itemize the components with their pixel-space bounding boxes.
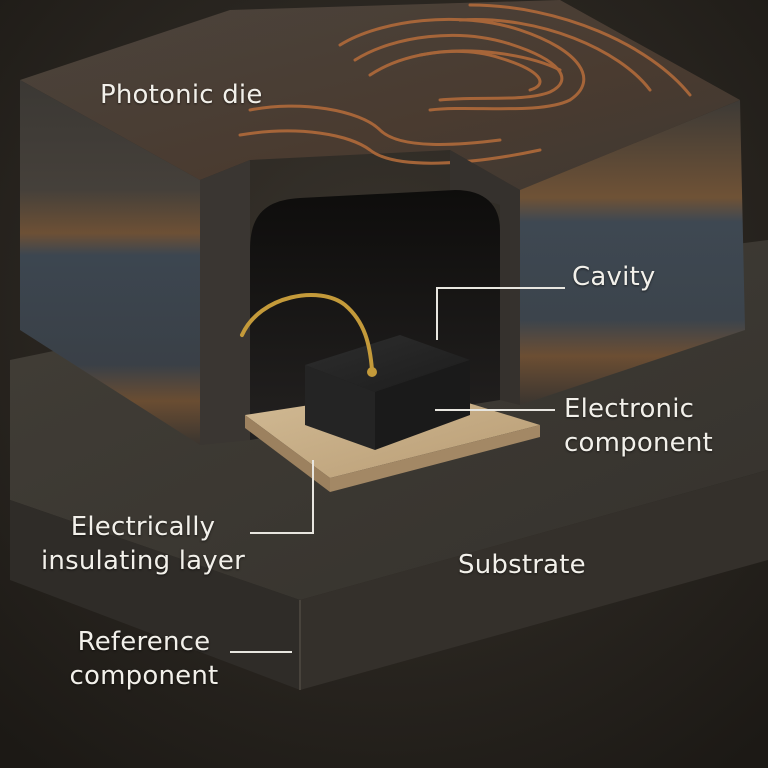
electronic-component-left bbox=[305, 365, 375, 450]
leader-lines bbox=[230, 287, 565, 653]
electronic-component-label-line2: component bbox=[564, 428, 713, 458]
substrate-left-face bbox=[10, 500, 300, 690]
insulating-layer-label-line1: Electrically bbox=[70, 512, 216, 542]
bond-wire bbox=[240, 293, 374, 372]
optical-traces bbox=[238, 3, 692, 165]
reference-component-label-line2: component bbox=[69, 661, 219, 691]
photonic-die-left-block-front bbox=[200, 160, 250, 445]
photonic-die-label: Photonic die bbox=[100, 78, 263, 112]
electronic-component-top bbox=[305, 335, 470, 392]
cavity-leader bbox=[436, 287, 565, 340]
photonic-die-right-face bbox=[520, 100, 745, 405]
reference-component-label: Reference component bbox=[62, 625, 226, 693]
electronic-component-label: Electronic component bbox=[564, 392, 713, 460]
photonic-die-label-text: Photonic die bbox=[100, 80, 263, 110]
photonic-die-right-block bbox=[450, 150, 520, 405]
substrate-front-face bbox=[300, 470, 768, 690]
bond-wire-ball bbox=[367, 367, 377, 377]
substrate-label-text: Substrate bbox=[458, 550, 586, 580]
cavity-label: Cavity bbox=[572, 260, 655, 294]
insulating-layer-edge bbox=[330, 425, 540, 492]
insulating-layer-leader bbox=[250, 460, 314, 534]
insulating-layer-edge-left bbox=[245, 415, 330, 492]
substrate-label: Substrate bbox=[458, 548, 586, 582]
insulating-layer-label-line2: insulating layer bbox=[41, 546, 245, 576]
cavity-label-text: Cavity bbox=[572, 262, 656, 292]
electronic-component-label-line1: Electronic bbox=[564, 394, 695, 424]
insulating-layer-label: Electrically insulating layer bbox=[38, 510, 248, 578]
photonic-die-left-block bbox=[20, 80, 200, 445]
electronic-component-right bbox=[375, 360, 470, 450]
reference-component-label-line1: Reference bbox=[77, 627, 211, 657]
